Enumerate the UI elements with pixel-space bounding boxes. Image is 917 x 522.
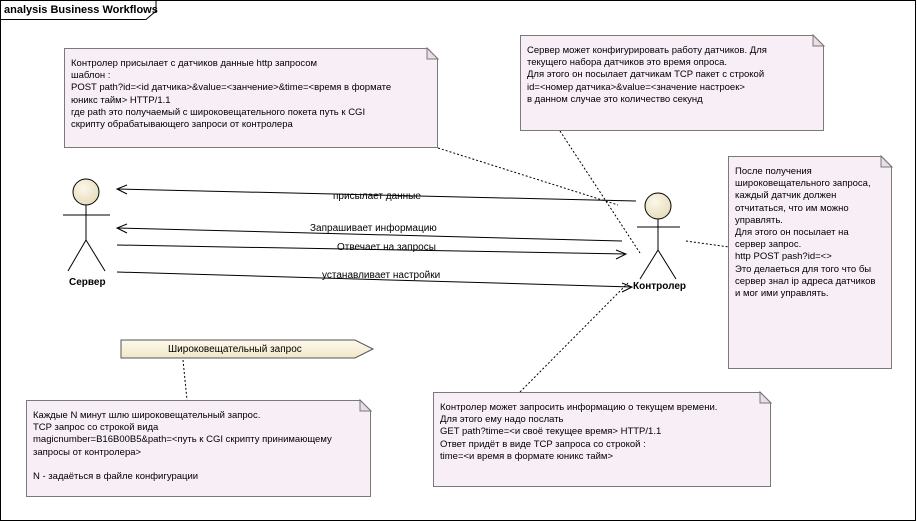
message-label-sets-settings: устанавливает настройки [322,270,441,281]
note-line: управлять. [735,214,783,226]
controller-actor-head [644,192,672,220]
note-line [33,459,364,471]
note-line: Для этого он посылает датчикам TCP пакет… [527,69,765,81]
note-line: GET path?time=<и своё текущее время> HTT… [440,426,662,438]
note-broadcast-every-n[interactable]: Каждые N минут шлю широковещательный зап… [26,400,371,497]
note-line: Для этого ему надо послать [440,414,564,426]
note-line: отчитаться, что им можно [735,202,849,214]
note-line: magicnumber=B16B00B5&path=<путь к CGI ск… [33,434,332,446]
note-line: скрипту обрабатывающего запроси от контр… [71,119,293,131]
note-line: id=<номер датчика>&value=<значение настр… [527,81,745,93]
note-controller-receives[interactable]: Контролер присылает с датчиков данные ht… [64,48,438,148]
note-line: широковещательного запроса, [735,178,871,190]
message-arrow-answers[interactable] [116,244,628,260]
connector-note-after-broadcast [685,240,730,248]
note-line: TCP запрос со строкой вида [33,422,159,434]
controller-actor[interactable] [637,192,680,280]
broadcast-event-shape[interactable] [120,339,375,359]
note-line: http POST pash?id=<> [735,251,832,263]
message-label-requests-info: Запрашивает информацию [310,223,437,234]
note-line: POST path?id=<id датчика>&value=<занчени… [71,82,392,94]
note-line: в данном случае это количество секунд [527,93,703,105]
frame-title-tab [0,0,157,20]
note-line: Контролер присылает с датчиков данные ht… [71,58,318,69]
message-label-answers: Отвечает на запросы [337,242,436,253]
server-actor-head [72,178,100,206]
note-line: каждый датчик должен [735,190,837,202]
note-line: сервер знал ip адреса датчиков [735,275,876,287]
note-line: Контролер может запросить информацию о т… [440,402,718,413]
connector-note-controller-receives [437,147,619,206]
connector-note-server-configures [559,130,641,254]
note-line: Сервер может конфигурировать работу датч… [527,45,767,56]
message-label-sends-data: присылает данные [333,191,421,202]
message-arrow-requests-info[interactable] [115,223,623,242]
note-line: юникс тайм> HTTP/1.1 [71,94,171,106]
connector-note-broadcast [182,359,188,401]
note-line: time=<и время в формате юникс тайм> [440,450,614,462]
controller-actor-label: Контролер [633,281,687,292]
broadcast-event-label: Широковещательный запрос [168,344,302,355]
note-line: После получения [735,166,812,177]
note-server-configures[interactable]: Сервер может конфигурировать работу датч… [520,35,824,131]
note-line: шаблон : [71,70,111,82]
server-actor-label: Сервер [69,277,106,288]
note-line: Это делаеться для того что бы [735,263,872,275]
note-line: и мог ими управлять. [735,288,829,300]
message-arrow-sets-settings[interactable] [116,271,634,293]
note-after-broadcast[interactable]: После получения широковещательного запро… [728,156,892,369]
note-line: сервер запрос. [735,239,802,251]
frame-title: analysis Business Workflows [4,4,158,16]
note-line: где path это получаемый с широковещатель… [71,106,366,118]
note-time-request[interactable]: Контролер может запросить информацию о т… [433,392,771,487]
server-actor[interactable] [63,178,110,272]
note-line: Каждые N минут шлю широковещательный зап… [33,410,261,421]
note-line: Для этого он посылает на [735,227,849,239]
connector-note-time-request [519,282,629,393]
message-arrow-sends-data[interactable] [115,184,637,202]
note-line: текущего набора датчиков это время опрос… [527,57,728,69]
note-line: запросы от контролера> [33,446,142,458]
note-line: Ответ придёт в виде TCP запроса со строк… [440,438,646,450]
note-line: N - задаёться в файле конфигурации [33,470,199,482]
